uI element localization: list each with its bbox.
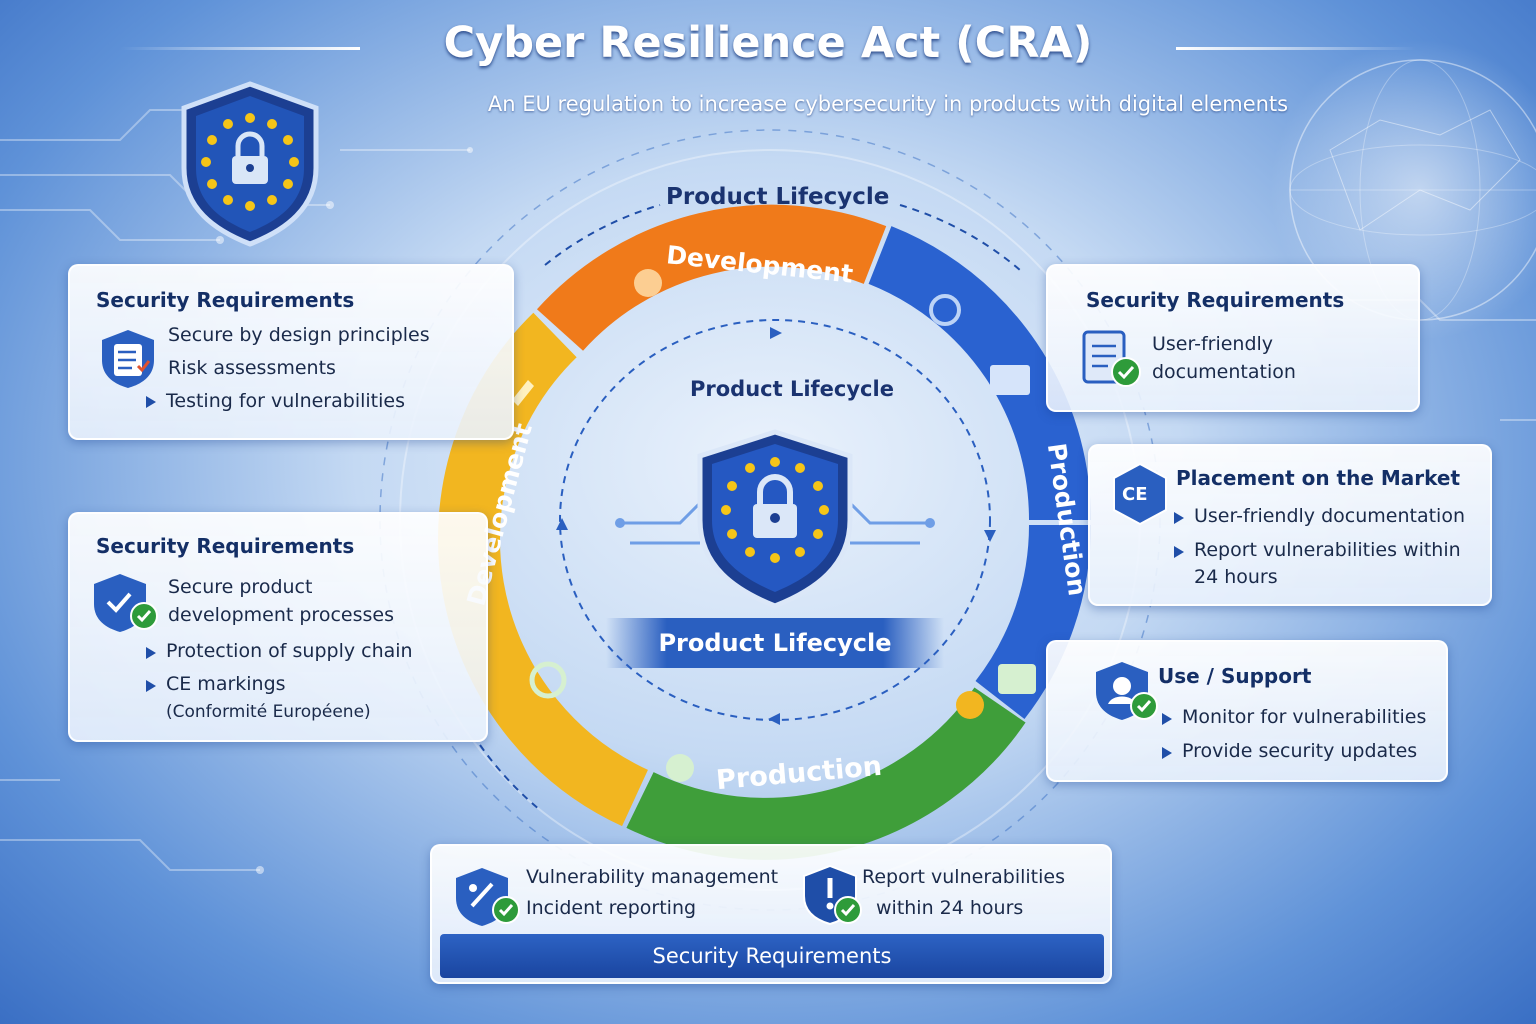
card-bullet: User-friendly documentation: [1194, 505, 1465, 527]
right-top-requirements-card: Security Requirements User-friendly docu…: [1046, 264, 1420, 412]
truck-icon: [990, 365, 1030, 395]
card-bullet: Testing for vulnerabilities: [166, 390, 405, 412]
bullet-arrow-icon: [146, 647, 156, 659]
tools-icon: [512, 380, 534, 406]
inner-lifecycle-label: Product Lifecycle: [690, 377, 894, 401]
page-title: Cyber Resilience Act (CRA): [443, 18, 1093, 68]
card-line: Report vulnerabilities: [862, 866, 1065, 888]
ce-badge-label: CE: [1122, 484, 1148, 505]
card-line: development processes: [168, 604, 394, 626]
use-support-card: Use / Support Monitor for vulnerabilitie…: [1046, 640, 1448, 782]
eu-shield-lock-icon: [181, 81, 319, 247]
ce-badge-icon: [1113, 462, 1167, 526]
card-heading: Security Requirements: [96, 534, 355, 558]
bullet-arrow-icon: [1162, 713, 1172, 725]
outer-lifecycle-label: Product Lifecycle: [666, 184, 890, 210]
card-heading: Security Requirements: [96, 288, 355, 312]
gear-icon: [956, 691, 984, 719]
card-line: Incident reporting: [526, 897, 697, 919]
card-line: documentation: [1152, 361, 1296, 383]
link-icon: [529, 661, 567, 699]
security-requirements-footer: Security Requirements: [440, 934, 1104, 978]
bullet-arrow-icon: [146, 396, 156, 408]
card-line: Secure by design principles: [168, 324, 430, 346]
center-lifecycle-label: Product Lifecycle: [606, 618, 944, 668]
shield-check-icon: [94, 574, 158, 632]
shield-support-check-icon: [1096, 662, 1158, 720]
chat-icon: [998, 664, 1036, 694]
title-decoration-left: [120, 47, 360, 50]
card-bullet: Protection of supply chain: [166, 640, 413, 662]
page-subtitle: An EU regulation to increase cybersecuri…: [487, 92, 1289, 116]
bullet-arrow-icon: [1162, 747, 1172, 759]
left-bottom-requirements-card: Security Requirements Secure product dev…: [68, 512, 488, 742]
bullet-arrow-icon: [1174, 546, 1184, 558]
central-shield-lock-icon: [615, 429, 935, 609]
gauge-icon: [634, 269, 662, 297]
card-line: Vulnerability management: [526, 866, 779, 888]
card-line: 24 hours: [1194, 566, 1278, 588]
card-heading: Placement on the Market: [1176, 466, 1461, 490]
refresh-icon: [929, 294, 961, 326]
card-bullet: Provide security updates: [1182, 740, 1418, 762]
left-top-requirements-card: Security Requirements Secure by design p…: [68, 264, 514, 440]
card-bullet: Monitor for vulnerabilities: [1182, 706, 1427, 728]
card-heading: Security Requirements: [1086, 288, 1345, 312]
market-placement-card: CE Placement on the Market User-friendly…: [1088, 444, 1492, 606]
card-line: Risk assessments: [168, 357, 336, 379]
title-decoration-right: [1176, 47, 1416, 50]
shield-percent-check-icon: [456, 868, 520, 926]
card-bullet: Report vulnerabilities within: [1194, 539, 1461, 561]
shield-alert-check-icon: [803, 864, 862, 926]
card-line: User-friendly: [1152, 333, 1274, 355]
card-line: Secure product: [168, 576, 313, 598]
bullet-arrow-icon: [1174, 512, 1184, 524]
bullet-arrow-icon: [146, 680, 156, 692]
card-line: within 24 hours: [876, 897, 1024, 919]
card-note: (Conformité Européene): [166, 702, 371, 722]
checklist-shield-icon: [102, 330, 154, 388]
card-bullet: CE markings: [166, 673, 286, 695]
document-check-icon: [1082, 330, 1141, 387]
card-heading: Use / Support: [1158, 664, 1312, 688]
recycle-icon: [666, 754, 694, 782]
